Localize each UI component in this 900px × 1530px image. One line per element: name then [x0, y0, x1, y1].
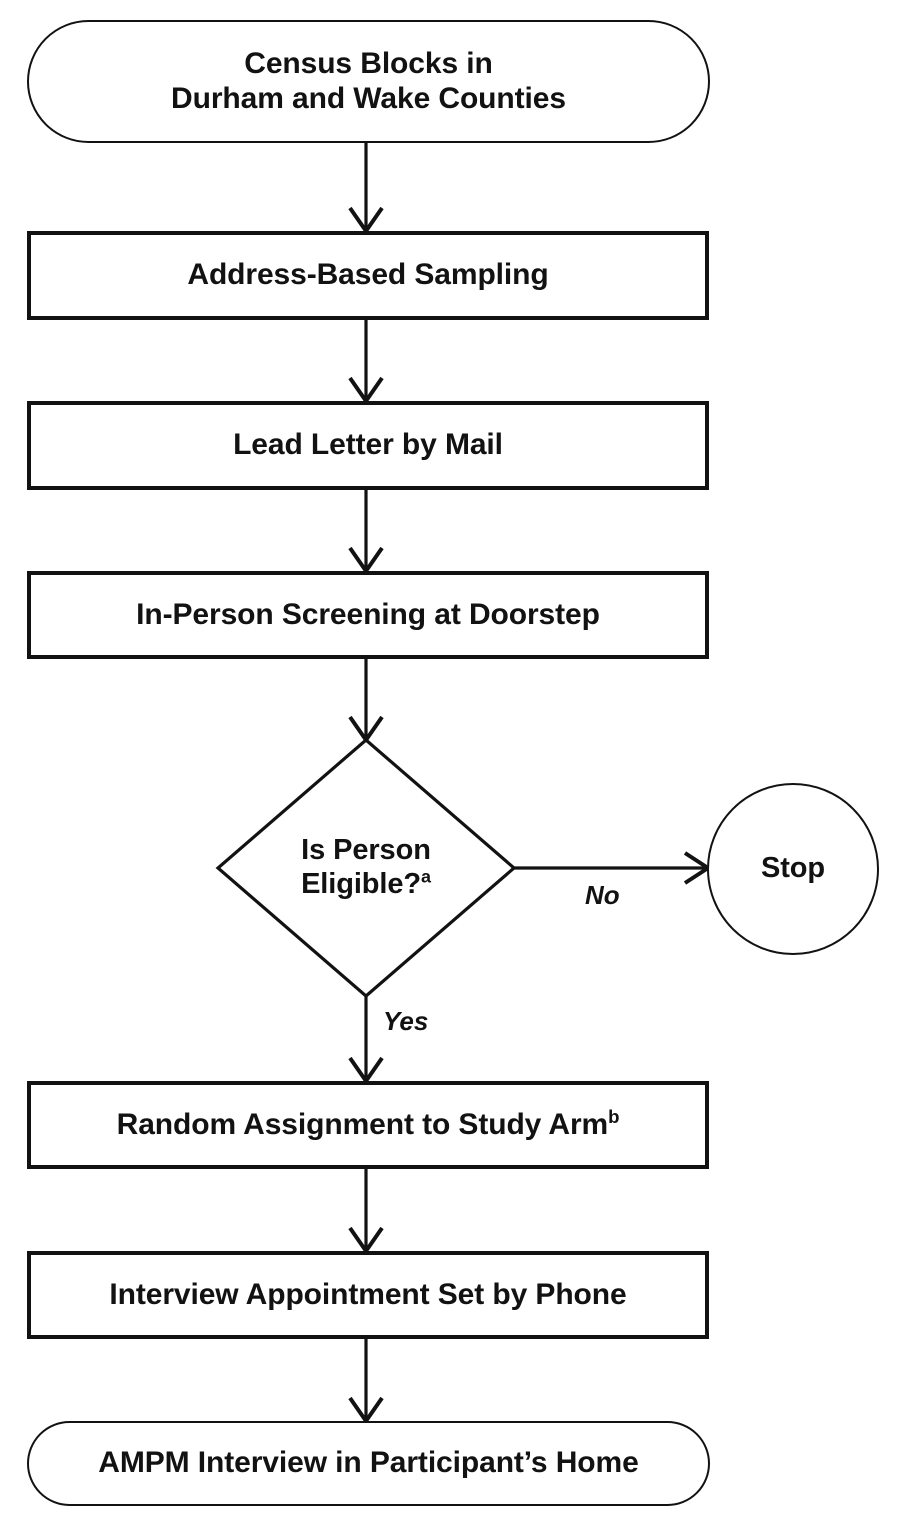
node-random-assignment[interactable]: Random Assignment to Study Armb: [27, 1081, 709, 1169]
footnote-marker-b: b: [608, 1105, 620, 1127]
edge-label-yes: Yes: [383, 1006, 429, 1036]
node-interview-appointment-label: Interview Appointment Set by Phone: [109, 1277, 627, 1311]
node-stop[interactable]: Stop: [707, 783, 879, 955]
footnote-marker-a: a: [421, 866, 431, 887]
node-ampm-interview[interactable]: AMPM Interview in Participant’s Home: [27, 1421, 710, 1506]
decision-diamond-shape[interactable]: [215, 737, 517, 999]
node-lead-letter-by-mail-label: Lead Letter by Mail: [233, 428, 503, 462]
node-in-person-screening[interactable]: In-Person Screening at Doorstep: [27, 571, 709, 659]
edge-label-no: No: [585, 880, 620, 910]
node-random-assignment-label: Random Assignment to Study Armb: [116, 1105, 620, 1141]
node-address-based-sampling[interactable]: Address-Based Sampling: [27, 231, 709, 320]
node-in-person-screening-label: In-Person Screening at Doorstep: [136, 597, 600, 631]
node-stop-label: Stop: [760, 852, 826, 885]
node-interview-appointment[interactable]: Interview Appointment Set by Phone: [27, 1251, 709, 1339]
node-address-based-sampling-label: Address-Based Sampling: [187, 258, 549, 292]
node-lead-letter-by-mail[interactable]: Lead Letter by Mail: [27, 401, 709, 490]
node-ampm-interview-label: AMPM Interview in Participant’s Home: [98, 1446, 639, 1480]
